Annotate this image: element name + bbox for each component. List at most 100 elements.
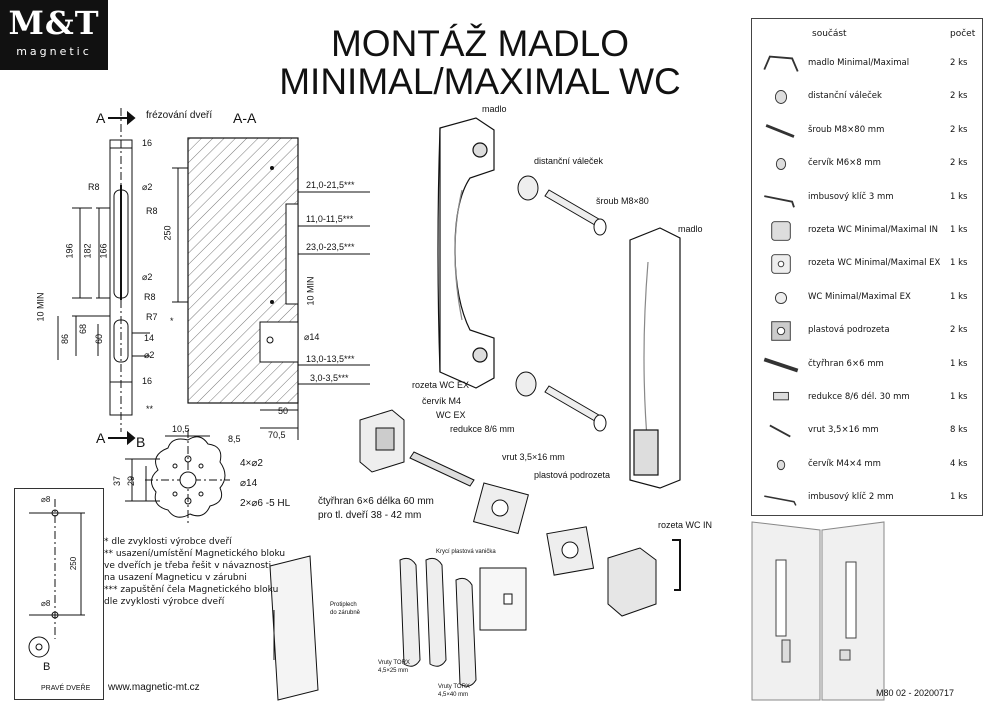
part-qty: 1 ks <box>950 191 968 202</box>
part-name: šroub M8×80 mm <box>808 124 885 135</box>
dim-16-bottom: 16 <box>142 376 153 386</box>
dim-phi14-b: ⌀14 <box>240 478 258 489</box>
part-qty: 4 ks <box>950 458 968 469</box>
section-a-a <box>172 137 370 440</box>
label-torx2-b: 4,5×40 mm <box>438 692 469 698</box>
label-cervik: červík M4 <box>422 396 462 406</box>
label-torx1-a: Vruty TORX <box>378 660 410 666</box>
label-cover: Krycí plastová vanička <box>436 549 496 555</box>
spacer-icon <box>774 90 788 105</box>
dim-r7: R7 <box>146 312 158 322</box>
handle-illustration-2 <box>629 227 681 489</box>
dim-8-5: 8,5 <box>228 434 241 444</box>
dim-23: 23,0-23,5*** <box>306 242 355 252</box>
dim-phi2-c: ⌀2 <box>144 350 155 360</box>
parts-row: rozeta WC Minimal/Maximal EX 1 ks <box>752 247 982 280</box>
section-aa-label: A-A <box>233 110 257 126</box>
detail-b-label: B <box>136 434 146 450</box>
reduction-icon <box>773 391 789 401</box>
dim-10min-section: 10 MIN <box>305 276 316 306</box>
brand-logo: M&T magnetic <box>0 0 108 70</box>
part-name: imbusový klíč 2 mm <box>808 492 894 503</box>
part-name: červík M6×8 mm <box>808 158 881 169</box>
small-b: B <box>43 661 51 673</box>
dim-2x-phi6: 2×⌀6 -5 HL <box>240 498 291 509</box>
dim-250: 250 <box>162 225 173 241</box>
parts-row: vrut 3,5×16 mm 8 ks <box>752 414 982 447</box>
logo-sub: magnetic <box>16 45 92 58</box>
dim-phi2-a: ⌀2 <box>142 182 153 192</box>
part-qty: 1 ks <box>950 492 968 503</box>
rosette-in-assembly <box>546 526 681 617</box>
part-name: distanční váleček <box>808 91 882 102</box>
part-name: rozeta WC Minimal/Maximal IN <box>808 225 938 235</box>
dim-r8-b: R8 <box>146 206 158 216</box>
right-door-diagram: ⌀8 250 ⌀8 B PRAVÉ DVEŘE <box>14 488 104 700</box>
hex-key-small-icon <box>764 495 797 506</box>
note-5: *** zapuštění čela Magnetického bloku <box>104 585 279 595</box>
part-qty: 2 ks <box>950 158 968 169</box>
parts-header-qty: počet <box>950 29 976 39</box>
part-name: madlo Minimal/Maximal <box>808 58 910 68</box>
spacer-screw-top <box>517 175 607 236</box>
part-name: červík M4×4 mm <box>808 458 881 469</box>
rosette-ex-icon <box>771 254 791 275</box>
dim-68: 68 <box>78 323 89 335</box>
label-square-1: čtyřhran 6×6 délka 60 mm <box>318 496 434 507</box>
label-rozeta-in: rozeta WC IN <box>658 520 713 530</box>
part-qty: 1 ks <box>950 225 968 235</box>
rosette-in-icon <box>771 221 791 241</box>
label-podrozeta: plastová podrozeta <box>534 470 611 480</box>
part-name: redukce 8/6 dél. 30 mm <box>808 392 910 402</box>
part-name: rozeta WC Minimal/Maximal EX <box>808 258 941 269</box>
part-name: vrut 3,5×16 mm <box>808 425 879 436</box>
footer-url[interactable]: www.magnetic-mt.cz <box>108 682 200 693</box>
door-edge-view <box>57 108 150 432</box>
small-d8-b: ⌀8 <box>41 599 51 608</box>
dim-phi2-b: ⌀2 <box>142 272 153 282</box>
note-2: ** usazení/umístění Magnetického bloku <box>104 549 286 559</box>
label-strike-2: do zárubně <box>330 610 361 616</box>
dim-10-5: 10,5 <box>172 424 190 434</box>
dim-star: * <box>170 316 174 326</box>
dim-phi14: ⌀14 <box>304 332 320 342</box>
screw-icon <box>765 123 795 138</box>
parts-row: imbusový klíč 2 mm 1 ks <box>752 481 982 514</box>
parts-row: rozeta WC Minimal/Maximal IN 1 ks <box>752 214 982 247</box>
page-title-line1: MONTÁŽ MADLO <box>330 23 630 64</box>
dim-double-star: ** <box>146 404 154 414</box>
dim-14: 14 <box>144 333 155 343</box>
dim-29: 29 <box>126 475 137 487</box>
milling-label: frézování dveří <box>146 110 213 121</box>
grub-screw-icon <box>775 158 787 171</box>
parts-row: šroub M8×80 mm 2 ks <box>752 114 982 147</box>
label-madlo-2: madlo <box>678 224 703 234</box>
small-d8-a: ⌀8 <box>41 495 51 504</box>
dim-166: 166 <box>98 243 109 259</box>
label-reduction: redukce 8/6 mm <box>450 424 515 434</box>
detail-b <box>125 430 230 525</box>
parts-row: červík M6×8 mm 2 ks <box>752 147 982 180</box>
plastic-base-icon <box>771 321 791 341</box>
dim-196: 196 <box>64 243 75 259</box>
indicator-icon <box>774 291 788 304</box>
label-madlo-1: madlo <box>482 104 507 114</box>
section-a-bottom: A <box>96 430 106 446</box>
part-qty: 1 ks <box>950 258 968 269</box>
dim-60: 60 <box>94 333 105 345</box>
part-qty: 2 ks <box>950 124 968 135</box>
label-strike-1: Protiplech <box>330 602 357 608</box>
part-qty: 8 ks <box>950 425 968 436</box>
right-door-sketch <box>28 499 85 658</box>
grub-screw-small-icon <box>776 459 786 470</box>
part-qty: 2 ks <box>950 325 968 336</box>
page-title-line2: MINIMAL/MAXIMAL WC <box>279 61 681 102</box>
dim-10min-left: 10 MIN <box>35 292 46 322</box>
dim-r8-a: R8 <box>88 182 100 192</box>
door-installation-view <box>751 521 885 701</box>
